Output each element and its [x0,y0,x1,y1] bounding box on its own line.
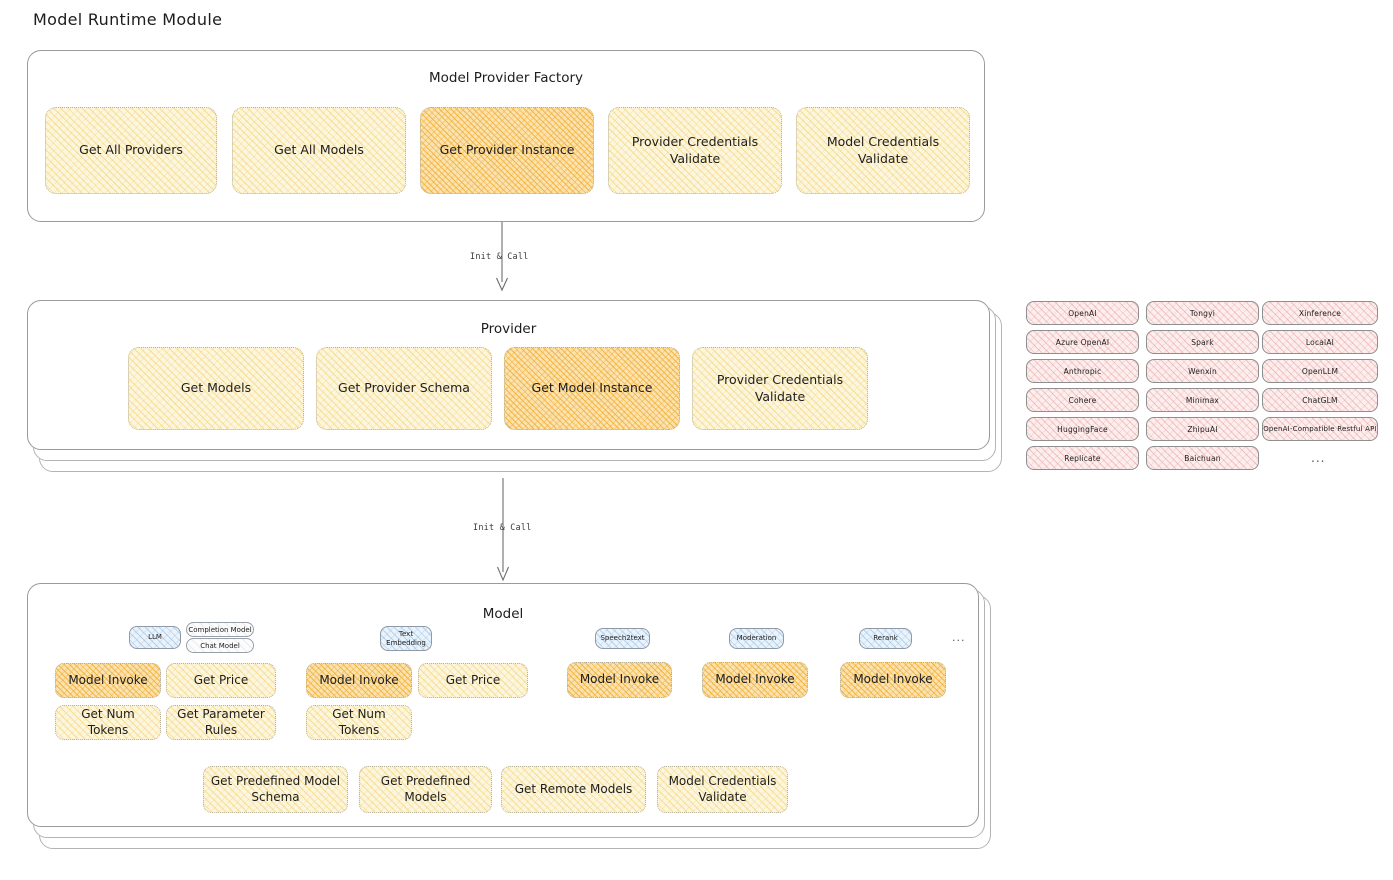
provider-pill-zhipuai[interactable]: ZhipuAI [1146,417,1259,441]
provider-pill-huggingface[interactable]: HuggingFace [1026,417,1139,441]
model-type-badge-moderation[interactable]: Moderation [729,628,784,649]
arrow-label-init-and-call-1: Init & Call [470,252,529,262]
method-rerank-model-invoke[interactable]: Model Invoke [840,662,946,698]
arrow-provider-to-model [496,478,510,582]
provider-pill-cohere[interactable]: Cohere [1026,388,1139,412]
model-type-badge-text-embedding[interactable]: Text Embedding [380,626,432,651]
model-type-badge-speech2text[interactable]: Speech2text [595,628,650,649]
method-llm-get-price[interactable]: Get Price [166,663,276,698]
provider-pill-baichuan[interactable]: Baichuan [1146,446,1259,470]
method-moderation-model-invoke[interactable]: Model Invoke [702,662,808,698]
provider-title: Provider [480,321,537,337]
provider-pill-anthropic[interactable]: Anthropic [1026,359,1139,383]
method-text-embedding-get-price[interactable]: Get Price [418,663,528,698]
provider-pill-azure-openai[interactable]: Azure OpenAI [1026,330,1139,354]
provider-pill-xinference[interactable]: Xinference [1262,301,1378,325]
method-llm-model-invoke[interactable]: Model Invoke [55,663,161,698]
method-get-provider-instance[interactable]: Get Provider Instance [420,107,594,194]
method-get-all-models[interactable]: Get All Models [232,107,406,194]
method-get-predefined-model-schema[interactable]: Get Predefined Model Schema [203,766,348,813]
method-speech2text-model-invoke[interactable]: Model Invoke [567,662,672,698]
provider-pill-openllm[interactable]: OpenLLM [1262,359,1378,383]
provider-pill-openai[interactable]: OpenAI [1026,301,1139,325]
method-get-remote-models[interactable]: Get Remote Models [501,766,646,813]
model-types-more-ellipsis: ... [952,631,966,644]
model-type-badge-llm[interactable]: LLM [129,626,181,649]
model-type-badge-rerank[interactable]: Rerank [859,628,912,649]
method-llm-get-parameter-rules[interactable]: Get Parameter Rules [166,705,276,740]
method-llm-get-num-tokens[interactable]: Get Num Tokens [55,705,161,740]
provider-pill-wenxin[interactable]: Wenxin [1146,359,1259,383]
method-model-credentials-validate[interactable]: Model Credentials Validate [796,107,970,194]
provider-pill-spark[interactable]: Spark [1146,330,1259,354]
provider-pill-minimax[interactable]: Minimax [1146,388,1259,412]
arrow-factory-to-provider [496,222,508,292]
page-title: Model Runtime Module [33,10,223,29]
provider-pill-localai[interactable]: LocalAI [1262,330,1378,354]
method-text-embedding-get-num-tokens[interactable]: Get Num Tokens [306,705,412,740]
method-get-models[interactable]: Get Models [128,347,304,430]
provider-pill-replicate[interactable]: Replicate [1026,446,1139,470]
provider-pill-chatglm[interactable]: ChatGLM [1262,388,1378,412]
method-get-all-providers[interactable]: Get All Providers [45,107,217,194]
method-get-predefined-models[interactable]: Get Predefined Models [359,766,492,813]
model-provider-factory-title: Model Provider Factory [428,70,583,86]
method-text-embedding-model-invoke[interactable]: Model Invoke [306,663,412,698]
model-title: Model [482,606,524,622]
model-sub-badge-chat-model[interactable]: Chat Model [186,638,254,653]
model-sub-badge-completion-model[interactable]: Completion Model [186,622,254,637]
provider-pill-tongyi[interactable]: Tongyi [1146,301,1259,325]
method-get-model-instance[interactable]: Get Model Instance [504,347,680,430]
provider-list-more-ellipsis: ... [1311,451,1326,465]
method-provider-credentials-validate-2[interactable]: Provider Credentials Validate [692,347,868,430]
method-provider-credentials-validate[interactable]: Provider Credentials Validate [608,107,782,194]
provider-pill-openai-compatible-restful-api[interactable]: OpenAI-Compatible Restful API [1262,417,1378,441]
method-model-credentials-validate-2[interactable]: Model Credentials Validate [657,766,788,813]
method-get-provider-schema[interactable]: Get Provider Schema [316,347,492,430]
arrow-label-init-and-call-2: Init & Call [473,523,532,533]
